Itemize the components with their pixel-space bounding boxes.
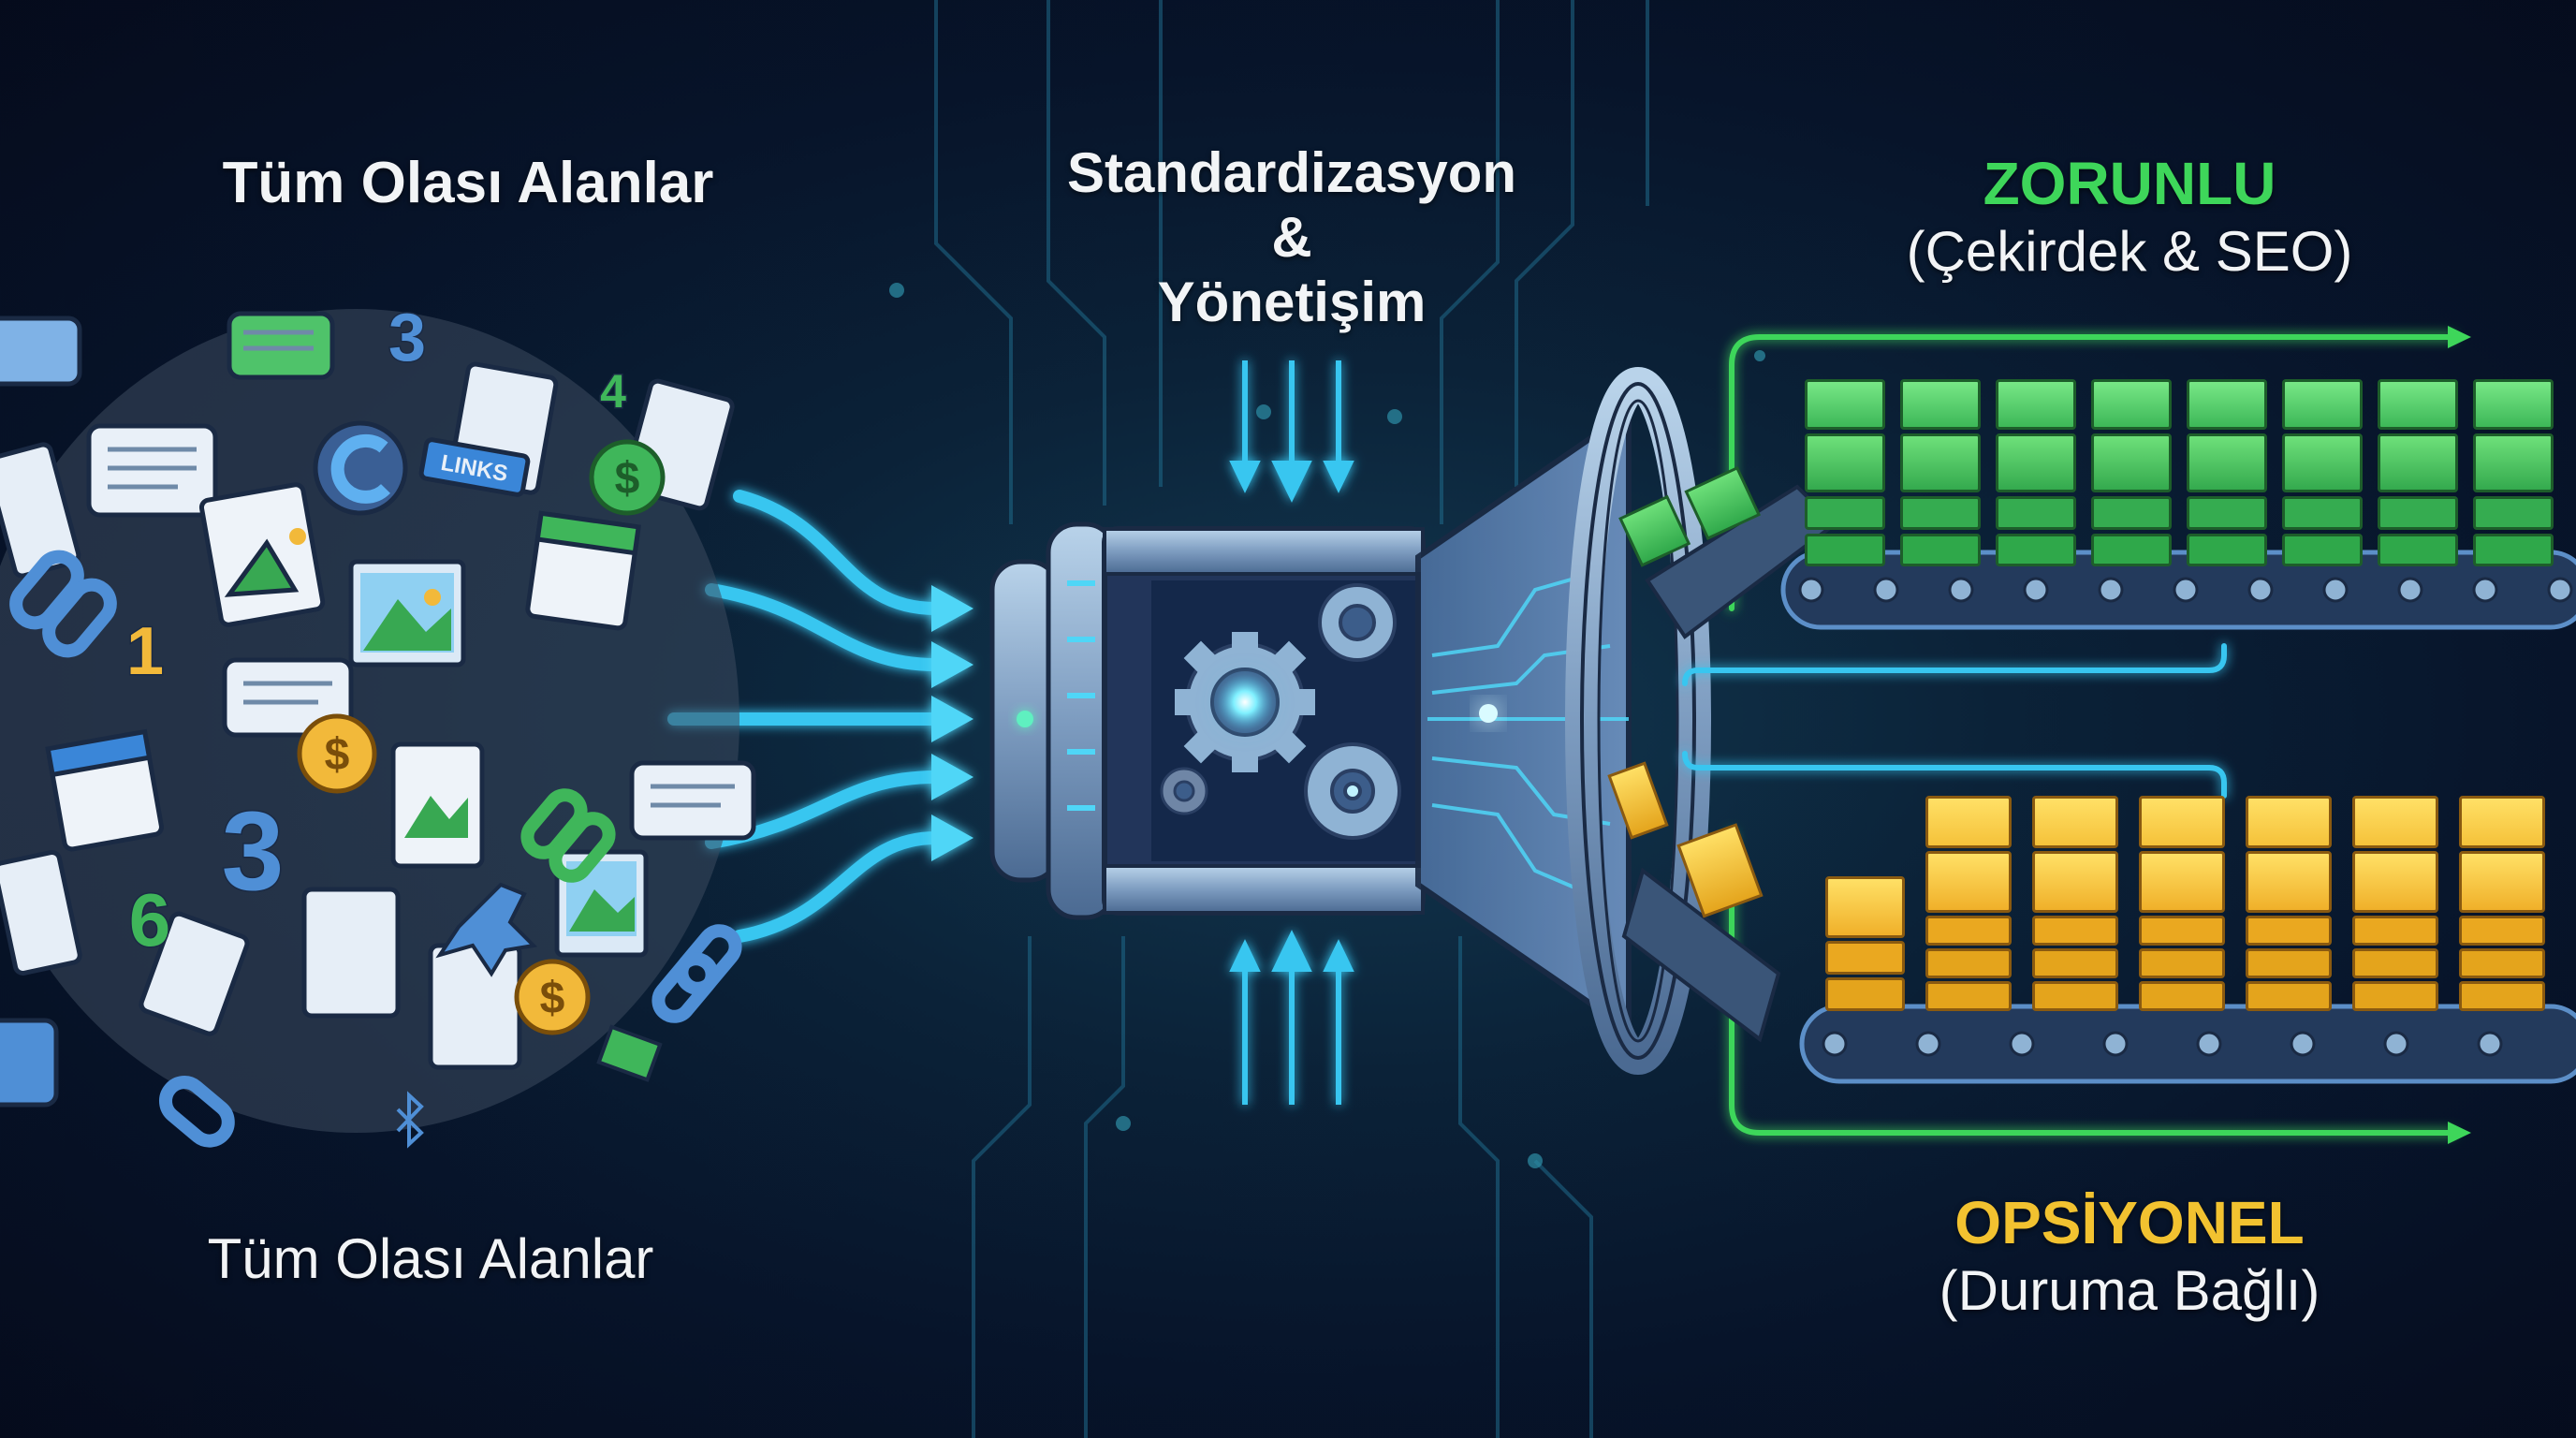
green-stack bbox=[2473, 379, 2554, 566]
star-icon bbox=[435, 882, 538, 977]
input-arrowheads bbox=[931, 585, 973, 861]
process-title-line3: Yönetişim bbox=[1157, 271, 1427, 333]
green-stack bbox=[2378, 379, 2458, 566]
optional-subtitle: (Duruma Bağlı) bbox=[1939, 1258, 2320, 1322]
gear-icon bbox=[1160, 767, 1208, 815]
green-stack bbox=[1805, 379, 1885, 566]
governance-arrows-top bbox=[1229, 360, 1354, 503]
conveyor-required bbox=[1618, 465, 2576, 639]
process-title-line1: Standardizasyon bbox=[1066, 141, 1517, 204]
gold-stack bbox=[2459, 796, 2545, 1011]
required-block-stacks bbox=[1618, 465, 1762, 567]
gold-stack bbox=[2032, 796, 2118, 1011]
green-stack bbox=[1996, 379, 2076, 566]
number-badge-icon: 3 bbox=[388, 301, 426, 375]
input-title-top: Tüm Olası Alanlar bbox=[222, 151, 714, 215]
gold-stack bbox=[1825, 876, 1905, 1011]
number-badge-icon: 6 bbox=[129, 878, 171, 961]
green-stack bbox=[2091, 379, 2172, 566]
number-badge-icon: 1 bbox=[126, 614, 164, 689]
required-title: ZORUNLU bbox=[1983, 150, 2276, 217]
link-chain-icon bbox=[9, 550, 742, 1148]
input-icon-cloud: $ $ $ LINKS 3 4 1 3 6 bbox=[0, 300, 756, 1149]
gold-stack bbox=[1925, 796, 2012, 1011]
svg-text:$: $ bbox=[540, 974, 565, 1023]
green-stack bbox=[1900, 379, 1981, 566]
gold-stack bbox=[2246, 796, 2332, 1011]
optional-heading: OPSİYONEL (Duruma Bağlı) bbox=[1825, 1189, 2434, 1323]
input-title-bottom: Tüm Olası Alanlar bbox=[207, 1227, 654, 1290]
glowing-core bbox=[1217, 674, 1273, 730]
green-stack bbox=[2187, 379, 2267, 566]
envelope-icon bbox=[596, 1024, 663, 1082]
number-badge-icon: 3 bbox=[222, 788, 285, 914]
refresh-icon bbox=[313, 420, 408, 516]
gold-stack bbox=[2139, 796, 2225, 1011]
optional-title: OPSİYONEL bbox=[1954, 1189, 2305, 1256]
required-subtitle: (Çekirdek & SEO) bbox=[1906, 219, 2353, 283]
circuit-traces bbox=[934, 0, 1649, 1438]
process-title: Standardizasyon & Yönetişim bbox=[992, 140, 1591, 334]
gear-icon bbox=[1318, 583, 1397, 662]
bluetooth-icon bbox=[396, 1091, 424, 1149]
process-title-line2: & bbox=[1271, 206, 1312, 269]
governance-arrows-bottom bbox=[1229, 930, 1354, 1105]
number-badge-icon: 4 bbox=[600, 365, 626, 418]
gear-icon bbox=[1304, 742, 1401, 840]
link-badge-icon: LINKS bbox=[418, 437, 531, 497]
svg-text:$: $ bbox=[615, 454, 640, 504]
optional-stacks bbox=[1825, 791, 2576, 1011]
green-stack bbox=[2282, 379, 2363, 566]
required-stacks bbox=[1805, 379, 2576, 566]
gold-stack bbox=[2352, 796, 2438, 1011]
coin-dollar-icon bbox=[297, 439, 666, 1035]
required-heading: ZORUNLU (Çekirdek & SEO) bbox=[1825, 150, 2434, 284]
svg-text:$: $ bbox=[325, 730, 350, 780]
calendar-icon bbox=[45, 510, 641, 852]
routing-lines bbox=[1667, 326, 2531, 1144]
